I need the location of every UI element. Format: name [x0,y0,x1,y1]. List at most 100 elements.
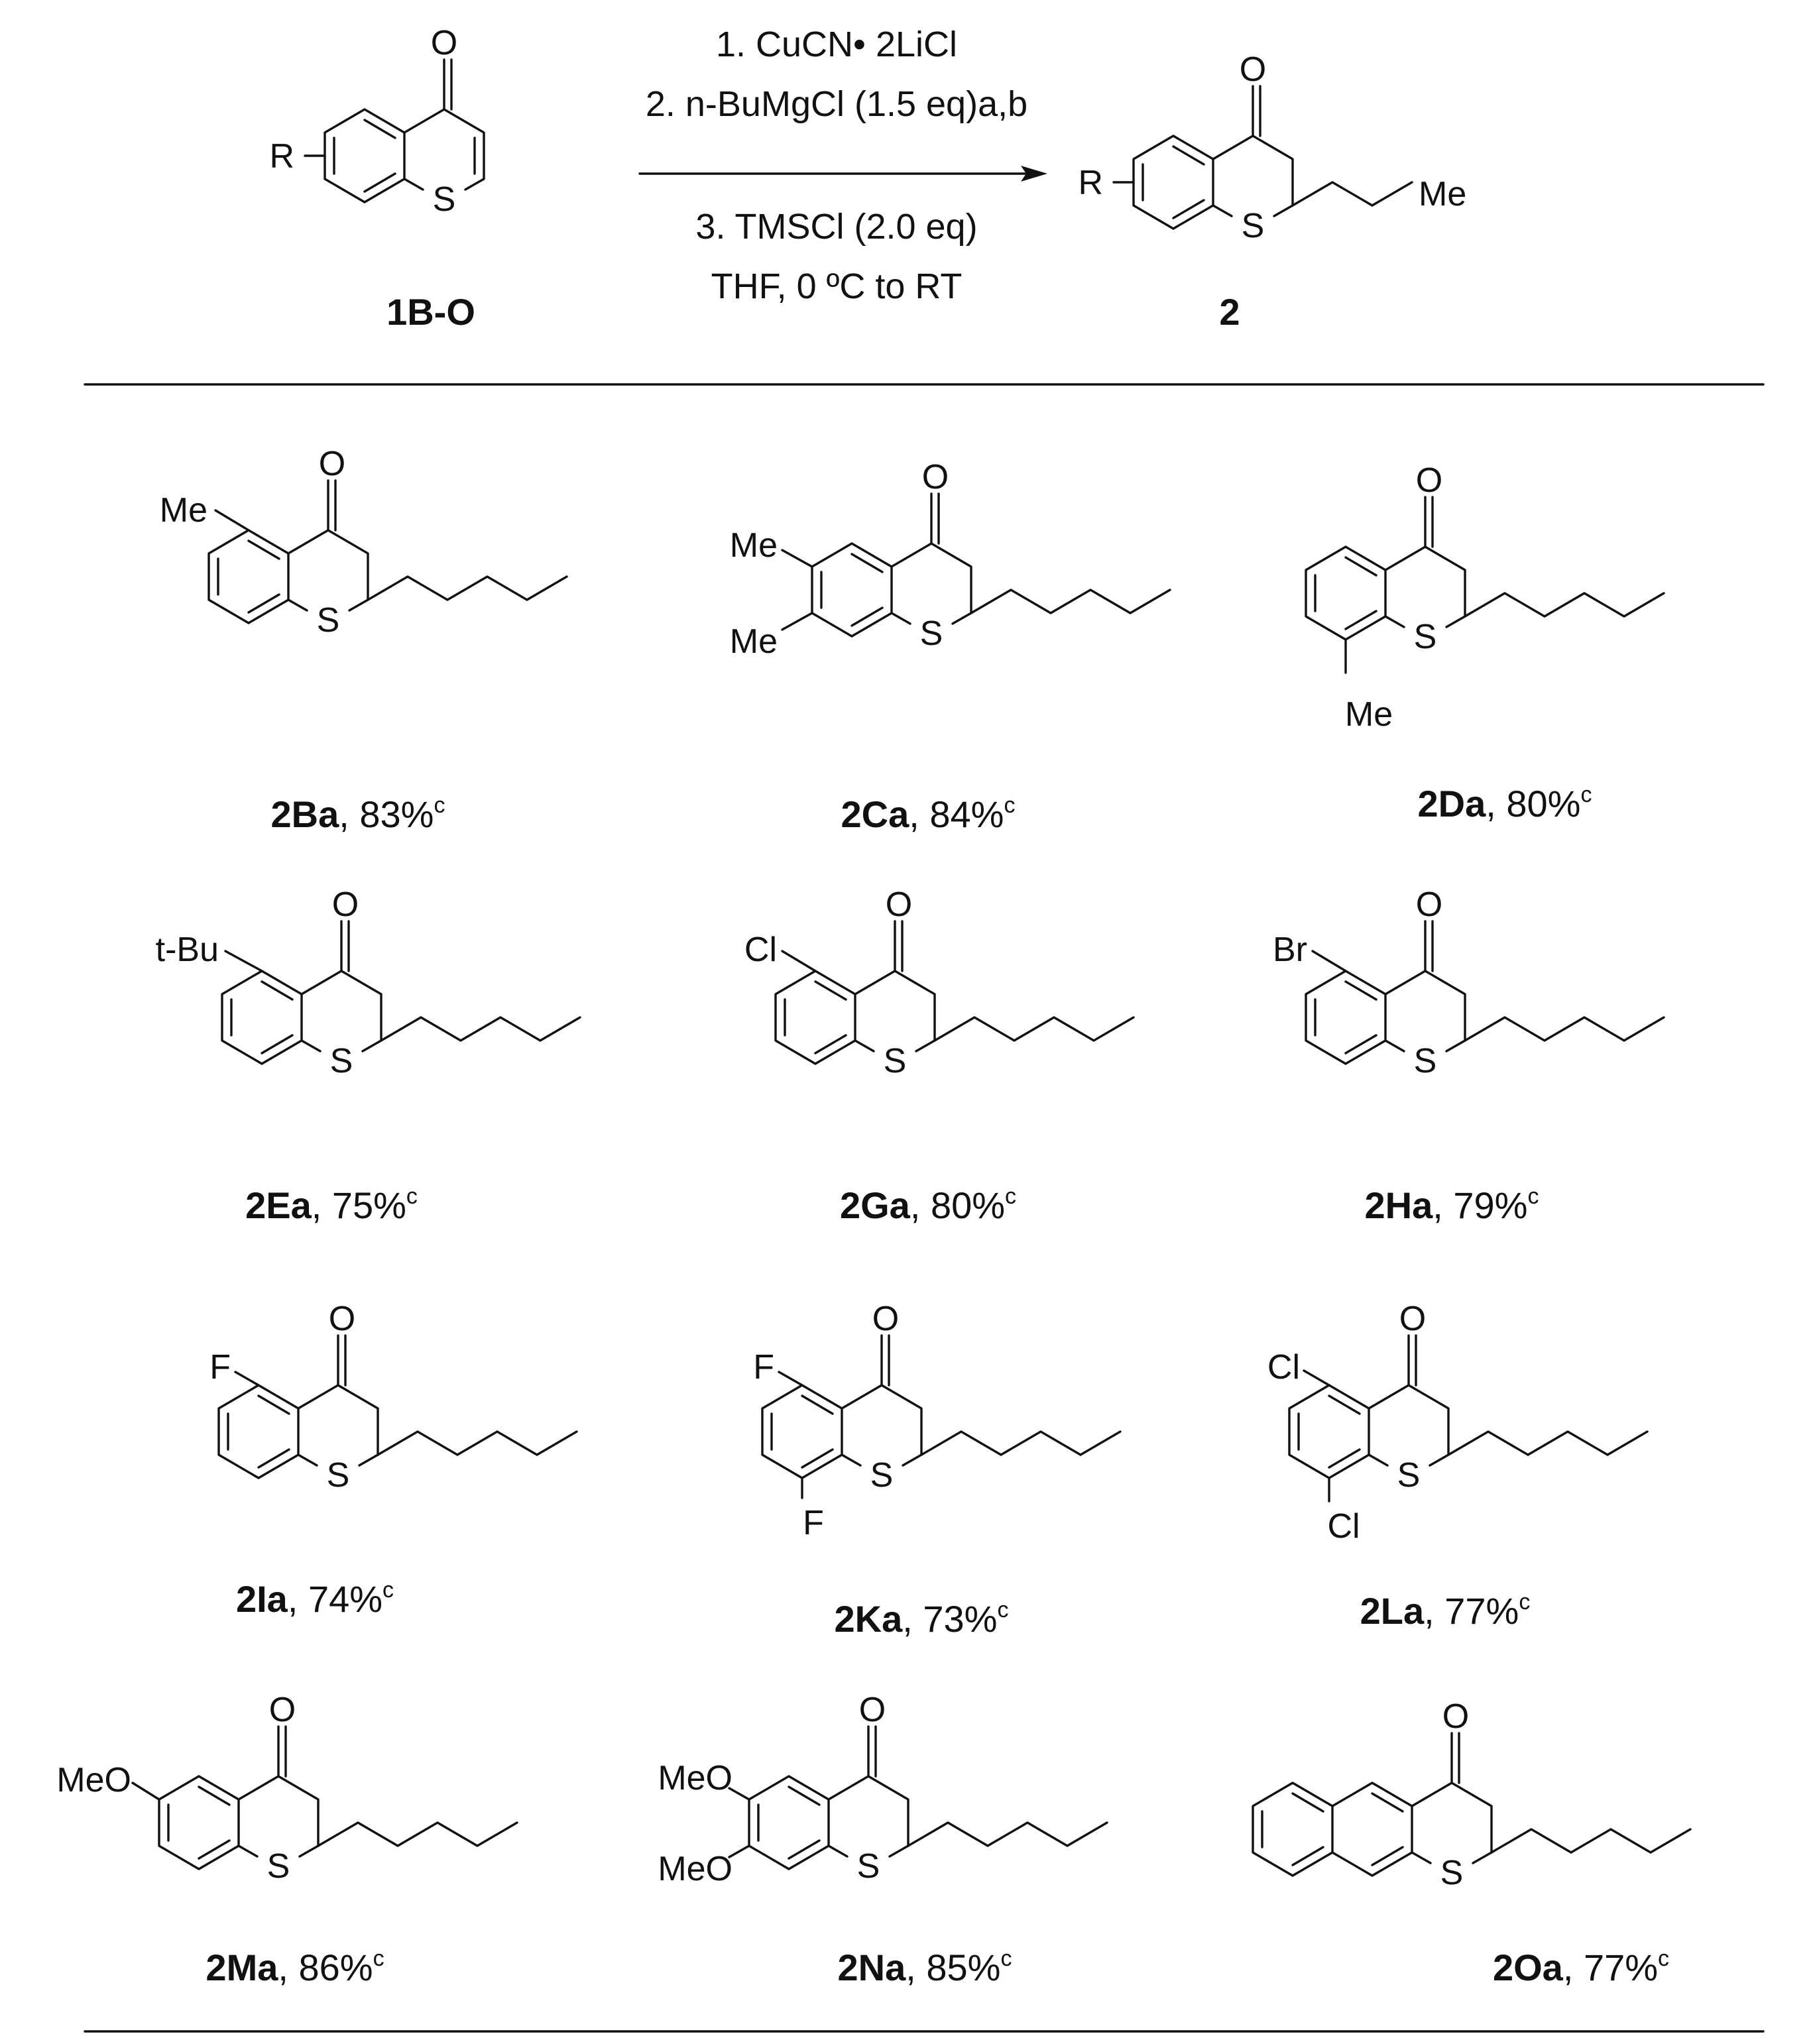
condition-step-3: 3. TMSCl (2.0 eq) [695,207,977,247]
substituent-r: R [269,137,294,176]
yield: , 84% [909,793,1004,835]
reaction-arrow [638,166,1047,182]
footnote: c [1519,1589,1530,1615]
sulfur-atom: S [327,1456,350,1495]
sulfur-atom: S [1440,1854,1464,1892]
oxygen-atom: O [332,885,359,924]
footnote: c [373,1946,384,1971]
footnote: c [997,1597,1008,1622]
compound-id: 2Ea [245,1184,312,1226]
yield: , 74% [288,1578,382,1620]
yield: , 83% [339,793,434,835]
structure-2Da: O S Me [1305,461,1665,734]
label-2Na: 2Na, 85%c [838,1946,1012,1988]
footnote: c [1658,1946,1669,1971]
oxygen-atom: O [1416,885,1442,924]
sulfur-atom: S [317,601,340,640]
tert-butyl-substituent: t-Bu [156,931,219,969]
sulfur-atom: S [870,1456,894,1495]
fluoro-substituent-top: F [753,1348,774,1387]
sulfur-atom: S [267,1847,290,1886]
methyl-substituent-top: Me [730,526,778,565]
oxygen-atom: O [431,24,457,62]
sulfur-atom: S [1414,618,1437,656]
yield: , 85% [906,1947,1000,1988]
label-product-2: 2 [1219,291,1240,333]
compound-id: 2Ka [835,1598,904,1640]
structure-2Ea: O S t-Bu [156,885,581,1080]
sulfur-atom: S [920,614,943,653]
compound-id: 2Ba [271,793,340,835]
condition-step-2: 2. n-BuMgCl (1.5 eq)a,b [646,84,1027,124]
methyl-substituent: Me [160,491,207,530]
chloro-substituent: Cl [744,931,777,969]
product-2: O S R Me [1078,50,1466,245]
sulfur-atom: S [857,1847,880,1886]
oxygen-atom: O [886,885,912,924]
chloro-substituent-top: Cl [1267,1348,1300,1387]
oxygen-atom: O [269,1691,296,1729]
oxygen-atom: O [859,1691,886,1729]
structure-2Ma: O S MeO [56,1691,518,1886]
starting-material-1B-O: O S R [269,24,485,219]
compound-id: 2Na [838,1947,907,1988]
oxygen-atom: O [1442,1697,1469,1736]
oxygen-atom: O [922,458,949,496]
methoxy-substituent: MeO [56,1761,131,1799]
yield: , 75% [312,1184,406,1226]
structure-2Na: O S MeO MeO [658,1691,1108,1888]
methyl-substituent: Me [1345,695,1393,734]
footnote: c [434,793,445,818]
structure-2Ha: O S Br [1273,885,1665,1080]
yield: , 77% [1563,1947,1658,1988]
footnote: c [1004,793,1015,818]
label-2Ga: 2Ga, 80%c [840,1184,1016,1226]
sulfur-atom: S [1242,207,1265,245]
sulfur-atom: S [884,1042,907,1080]
oxygen-atom: O [1399,1300,1426,1338]
oxygen-atom: O [872,1300,899,1338]
fluoro-substituent-bottom: F [803,1504,824,1542]
sulfur-atom: S [433,180,456,219]
oxygen-atom: O [1240,50,1266,89]
label-2La: 2La, 77%c [1360,1589,1531,1632]
chloro-substituent-bottom: Cl [1327,1507,1360,1546]
label-2Ka: 2Ka, 73%c [835,1597,1009,1640]
footnote: c [382,1577,394,1603]
sulfur-atom: S [1397,1456,1421,1495]
compound-id: 2Ia [236,1578,288,1620]
compound-id: 2Ma [205,1947,278,1988]
label-2Ba: 2Ba, 83%c [271,793,445,835]
compound-id: 2La [1360,1590,1425,1632]
methyl-group: Me [1419,175,1466,213]
structure-2Ba: O S Me [160,445,568,640]
substituent-r: R [1078,164,1103,202]
sulfur-atom: S [330,1042,353,1080]
label-2Da: 2Da, 80%c [1418,782,1592,824]
structure-2Ia: O S F [209,1300,578,1495]
yield: , 80% [1486,783,1580,824]
yield: , 86% [278,1947,373,1988]
footnote: c [1580,782,1592,807]
label-2Ea: 2Ea, 75%c [245,1184,418,1226]
yield: , 79% [1433,1184,1527,1226]
structure-2Oa: O S [1252,1697,1692,1892]
fluoro-substituent: F [209,1348,231,1387]
compound-id: 2Ha [1365,1184,1434,1226]
yield: , 77% [1424,1590,1519,1632]
label-2Ma: 2Ma, 86%c [205,1946,384,1988]
label-1B-O: 1B-O [386,291,475,333]
footnote: c [1005,1184,1016,1209]
label-2Oa: 2Oa, 77%c [1493,1946,1669,1988]
structure-2Ga: O S Cl [744,885,1135,1080]
yield: , 73% [902,1598,997,1640]
methyl-substituent-bottom: Me [730,622,778,661]
condition-step-1: 1. CuCN• 2LiCl [716,25,957,64]
label-2Ha: 2Ha, 79%c [1365,1184,1539,1226]
methoxy-substituent-bottom: MeO [658,1850,732,1888]
bromo-substituent: Br [1273,931,1307,969]
footnote: c [406,1184,418,1209]
structure-2Ka: O S F F [753,1300,1122,1542]
label-2Ia: 2Ia, 74%c [236,1577,394,1620]
